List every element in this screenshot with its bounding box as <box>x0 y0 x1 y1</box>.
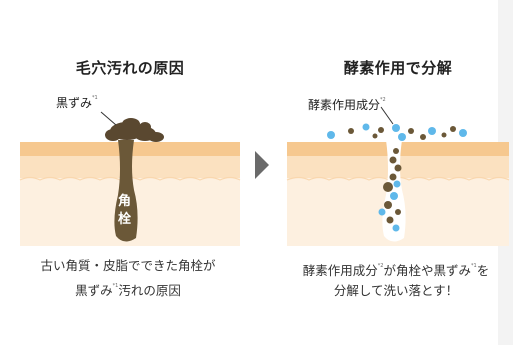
left-panel-title: 毛穴汚れの原因 <box>75 59 185 77</box>
blackhead-label-note: *1 <box>92 95 98 101</box>
right-caption-line1-c: を <box>476 263 490 278</box>
left-caption-line1: 古い角質・皮脂でできた角栓が <box>40 258 216 273</box>
right-caption-line2: 分解して洗い落とす！ <box>333 283 459 298</box>
blackhead-pointer-line <box>100 111 117 126</box>
left-panel-caption: 古い角質・皮脂でできた角栓が 黒ずみ*1汚れの原因 <box>8 256 248 301</box>
left-caption-line2-b: 汚れの原因 <box>118 283 181 298</box>
enzyme-label-text: 酵素作用成分 <box>308 98 381 112</box>
left-caption-line2: 黒ずみ*1汚れの原因 <box>8 276 248 301</box>
right-chevron-arrow-icon <box>255 151 269 179</box>
right-panel-title: 酵素作用で分解 <box>343 59 453 77</box>
right-caption-note1: *2 <box>377 263 384 269</box>
enzyme-label-note: *2 <box>380 97 386 103</box>
blackhead-blob <box>105 118 164 142</box>
left-caption-note: *1 <box>112 283 119 289</box>
dissolving-particles <box>327 123 467 232</box>
enzyme-pointer-line <box>380 106 394 125</box>
right-caption-note2: *1 <box>471 263 477 269</box>
plug-label-line2: 栓 <box>118 212 132 227</box>
blackhead-label-text: 黒ずみ <box>56 96 93 110</box>
right-caption-line1: 酵素作用成分*2が角栓や黒ずみ*1を <box>276 256 513 281</box>
left-caption-line2-a: 黒ずみ <box>75 283 113 298</box>
blackhead-label: 黒ずみ*1 <box>56 94 98 111</box>
plug-label-line1: 角 <box>118 194 132 209</box>
enzyme-label: 酵素作用成分*2 <box>308 96 386 113</box>
right-panel-caption: 酵素作用成分*2が角栓や黒ずみ*1を 分解して洗い落とす！ <box>276 256 513 301</box>
right-caption-line1-a: 酵素作用成分 <box>302 263 378 278</box>
right-caption-line1-b: が角栓や黒ずみ <box>383 263 471 278</box>
keratin-plug <box>114 140 138 242</box>
